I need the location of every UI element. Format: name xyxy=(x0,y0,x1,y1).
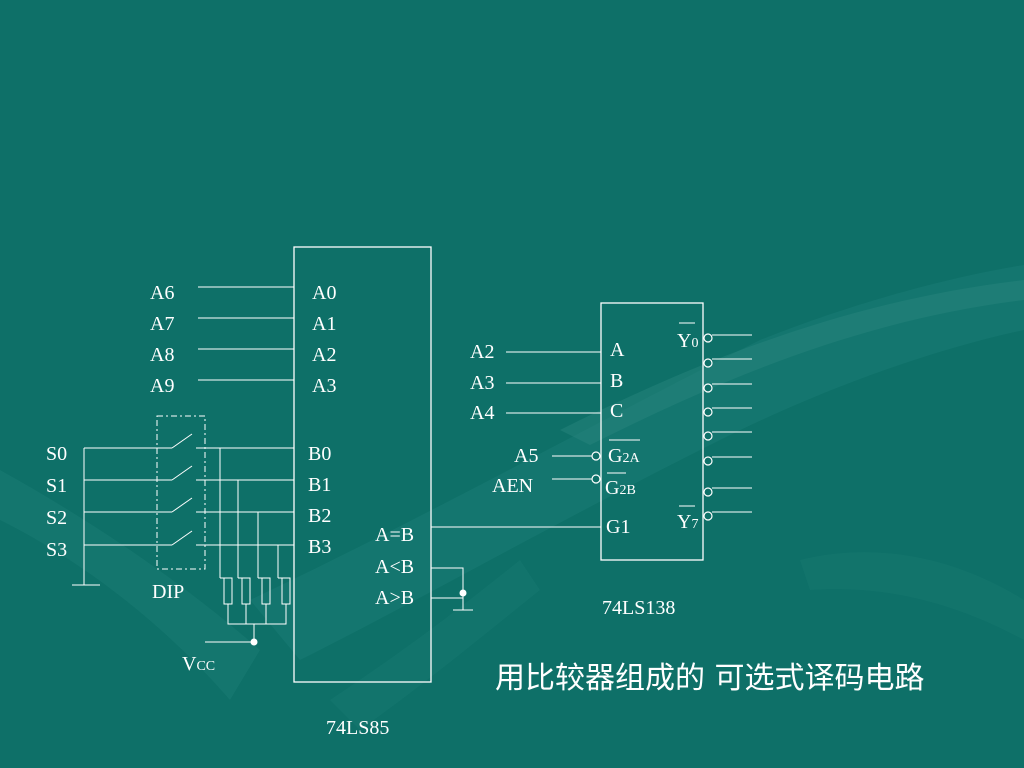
comparator-pin-a3: A3 xyxy=(312,375,336,397)
decoder-pin-c: C xyxy=(610,400,623,422)
decoder-output-wires xyxy=(703,333,752,521)
switch-label-s2: S2 xyxy=(46,507,67,529)
decoder-select-wires xyxy=(506,351,601,414)
decoder-out-y0: Y0 xyxy=(677,330,698,352)
decoder-pin-a: A xyxy=(610,339,625,361)
comparator-pin-b2: B2 xyxy=(308,505,331,527)
pullup-resistor-network xyxy=(205,448,291,646)
comparator-out-greater: A>B xyxy=(375,587,414,609)
comparator-pin-b1: B1 xyxy=(308,474,331,496)
comparator-out-equal: A=B xyxy=(375,524,414,546)
decoder-pin-g2a: G2A xyxy=(608,445,640,467)
comparator-output-ground xyxy=(431,567,473,611)
enable-line-aen: AEN xyxy=(492,475,533,497)
comparator-pin-b3: B3 xyxy=(308,536,331,558)
address-line-a9: A9 xyxy=(150,375,174,397)
decoder-pin-b: B xyxy=(610,370,623,392)
decoder-pin-g2b: G2B xyxy=(605,477,636,499)
decoder-chip xyxy=(600,302,704,561)
enable-line-a5: A5 xyxy=(514,445,538,467)
comparator-pin-b0: B0 xyxy=(308,443,331,465)
address-line-a6: A6 xyxy=(150,282,174,304)
decoder-address-a4: A4 xyxy=(470,402,494,424)
comparator-pin-a1: A1 xyxy=(312,313,336,335)
decoder-address-a3: A3 xyxy=(470,372,494,394)
comparator-address-wires xyxy=(198,286,294,381)
comparator-chip xyxy=(293,246,432,683)
switch-label-s1: S1 xyxy=(46,475,67,497)
address-line-a8: A8 xyxy=(150,344,174,366)
dip-enclosure xyxy=(156,415,206,570)
decoder-part-label: 74LS138 xyxy=(602,597,675,619)
vcc-label: VCC xyxy=(182,653,215,675)
comparator-part-label: 74LS85 xyxy=(326,717,389,739)
comparator-pin-a0: A0 xyxy=(312,282,336,304)
slide-title: 用比较器组成的 可选式译码电路 xyxy=(495,661,925,696)
switch-label-s0: S0 xyxy=(46,443,67,465)
decoder-out-y7: Y7 xyxy=(677,511,698,533)
decoder-address-a2: A2 xyxy=(470,341,494,363)
decoder-pin-g1: G1 xyxy=(606,516,630,538)
switch-label-s3: S3 xyxy=(46,539,67,561)
comparator-pin-a2: A2 xyxy=(312,344,336,366)
background-swoosh xyxy=(0,265,1024,730)
switch-ground-rail xyxy=(72,448,100,586)
dip-label: DIP xyxy=(152,581,184,603)
address-line-a7: A7 xyxy=(150,313,174,335)
comparator-out-less: A<B xyxy=(375,556,414,578)
decoder-enable-wires xyxy=(552,451,601,484)
dip-switches xyxy=(84,433,294,546)
